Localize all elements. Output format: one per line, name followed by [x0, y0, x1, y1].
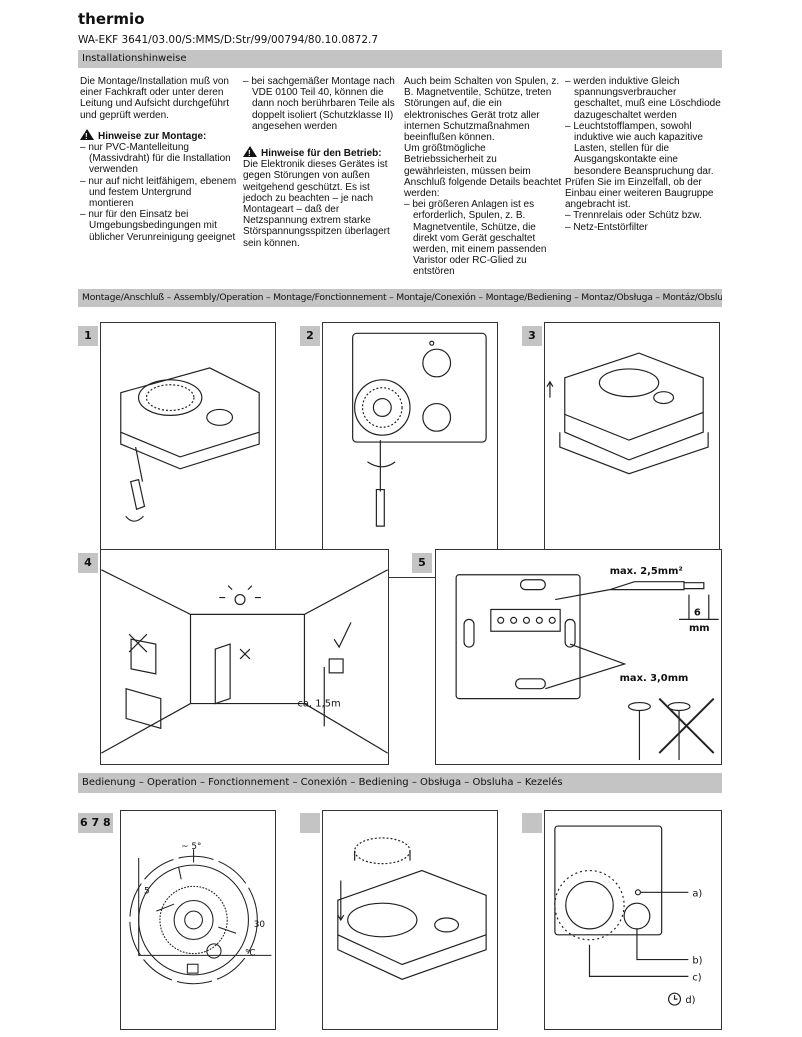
list-item: – bei größeren Anlagen ist es erforderli… [404, 199, 547, 278]
section-installation: Installationshinweise [78, 50, 722, 68]
figure-7-knob-adjust [322, 810, 498, 1030]
callout-c: c) [692, 972, 701, 983]
text-column-4: – werden induktive Gleich spannungsverbr… [565, 76, 725, 233]
figure-number: 6 7 8 [78, 813, 113, 833]
section-assembly: Montage/Anschluß – Assembly/Operation – … [78, 289, 722, 307]
strip-length-label: 6 [694, 607, 701, 618]
warning-icon [243, 146, 257, 159]
section-operation: Bedienung – Operation – Fonctionnement –… [78, 773, 722, 793]
figure-6-temperature-limits: ~ 5° 5 30 °C [120, 810, 276, 1030]
max-temp-label: 30 [254, 920, 266, 930]
figure-number [522, 813, 542, 833]
figure-4-mounting-location: ca. 1,5m [100, 549, 389, 765]
figure-3-lift-cover [544, 322, 720, 578]
approx-label: ~ 5° [181, 842, 201, 852]
figure-5-wiring: max. 2,5mm² 6 mm max. 3,0mm [435, 549, 722, 765]
wire-gauge-label: max. 2,5mm² [610, 566, 683, 577]
list-item: – nur auf nicht leitfähigem, ebenem und … [80, 175, 237, 210]
figure-number: 5 [412, 553, 432, 573]
list-item: – nur PVC-Mantelleitung (Massivdraht) fü… [80, 142, 231, 176]
callout-b: b) [692, 956, 702, 967]
figure-number: 2 [300, 326, 320, 346]
figure-number: 3 [522, 326, 542, 346]
callout-d: d) [685, 995, 695, 1006]
list-item: – nur für den Einsatz bei Umgebungsbedin… [80, 209, 236, 243]
text-column-1: Die Montage/Installation muß von einer F… [80, 76, 238, 243]
operation-notes-heading: Hinweise für den Betrieb: [261, 148, 382, 160]
figure-number: 1 [78, 326, 98, 346]
paragraph: Um größtmögliche Betriebssicherheit zu g… [404, 143, 562, 200]
paragraph: Prüfen Sie im Einzelfall, ob der Einbau … [565, 176, 714, 211]
operation-notes-text: Die Elektronik dieses Gerätes ist gegen … [243, 159, 390, 249]
figure-2-remove-knob [322, 322, 498, 578]
min-temp-label: 5 [144, 886, 150, 896]
callout-a: a) [692, 888, 702, 899]
figure-number [300, 813, 320, 833]
list-item: – Leuchtstofflampen, sowohl induktive wi… [565, 120, 714, 177]
screw-size-label: max. 3,0mm [620, 673, 689, 684]
brand-logo: thermio [78, 10, 145, 28]
figure-8-controls: a) b) c) d) [544, 810, 722, 1030]
document-code: WA-EKF 3641/03.00/S:MMS/D:Str/99/00794/8… [78, 34, 379, 46]
list-item: – werden induktive Gleich spannungsverbr… [565, 76, 721, 121]
text-column-3: Auch beim Schalten von Spulen, z. B. Mag… [404, 76, 562, 278]
paragraph: Auch beim Schalten von Spulen, z. B. Mag… [404, 76, 560, 144]
figure-number: 4 [78, 553, 98, 573]
intro-text: Die Montage/Installation muß von einer F… [80, 76, 229, 121]
height-label: ca. 1,5m [298, 699, 341, 710]
text-column-2: – bei sachgemäßer Montage nach VDE 0100 … [243, 76, 395, 249]
list-item: – Trennrelais oder Schütz bzw. [565, 210, 702, 222]
strip-unit-label: mm [689, 623, 710, 634]
warning-icon [80, 128, 94, 142]
unit-label: °C [245, 948, 256, 958]
figure-1-open-cover [100, 322, 276, 578]
list-item: – Netz-Entstörfilter [565, 221, 648, 233]
list-item: – bei sachgemäßer Montage nach VDE 0100 … [243, 76, 395, 132]
assembly-notes-heading: Hinweise zur Montage: [98, 130, 207, 142]
